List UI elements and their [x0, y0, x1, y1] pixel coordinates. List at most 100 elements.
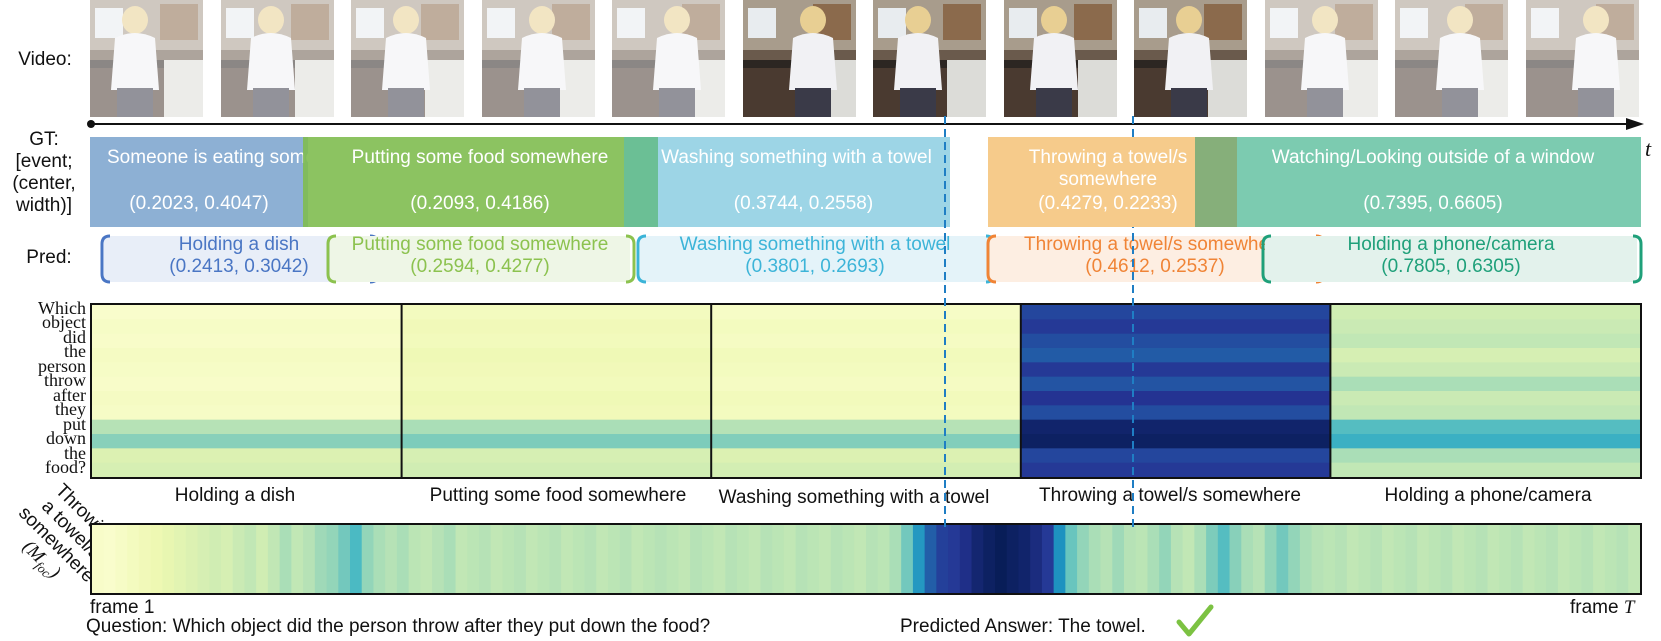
- heatmap-cell: [1020, 462, 1331, 478]
- heatmap-cell: [711, 333, 1022, 349]
- focus-cell: [866, 525, 879, 593]
- focus-cell: [1593, 525, 1606, 593]
- heatmap-cell: [92, 405, 403, 421]
- heatmap-cell: [1020, 419, 1331, 435]
- focus-cell: [1393, 525, 1407, 593]
- focus-cell: [643, 525, 656, 593]
- gt-event-name: Washing something with a towel: [661, 147, 932, 168]
- frame-fade-overlay: [1395, 0, 1508, 117]
- heatmap-cell: [1020, 362, 1331, 378]
- gt-event-value: (0.2093, 0.4186): [410, 193, 550, 214]
- gt-event-name: Putting some food somewhere: [351, 147, 609, 168]
- focus-cell: [1170, 525, 1184, 593]
- focus-cell: [502, 525, 515, 593]
- heatmap-cell: [711, 348, 1022, 363]
- pred-event-value: (0.3801, 0.2693): [745, 256, 885, 277]
- heatmap-cell: [1330, 462, 1641, 478]
- focus-cell: [666, 525, 679, 593]
- focus-cell: [385, 525, 398, 593]
- focus-cell: [314, 525, 328, 593]
- heatmap-cell: [711, 319, 1022, 335]
- focus-cell: [1464, 525, 1477, 593]
- focus-cell: [127, 525, 140, 593]
- heatmap-cell: [92, 448, 403, 464]
- question-word: after: [53, 385, 86, 405]
- focus-cell: [185, 525, 199, 593]
- focus-cell: [150, 525, 163, 593]
- heatmap-cell: [1330, 333, 1641, 349]
- pred-row-label: Pred:: [26, 247, 72, 268]
- focus-cell: [1041, 525, 1055, 593]
- focus-cell: [1159, 525, 1172, 593]
- question-word: the: [64, 443, 86, 463]
- gt-row-label: GT: [event; (center, width)]: [4, 129, 84, 217]
- focus-cell: [842, 525, 855, 593]
- heatmap-cell: [92, 462, 403, 478]
- focus-cell: [373, 525, 386, 593]
- video-frame: [1134, 0, 1247, 117]
- bracket-stroke: [986, 234, 997, 284]
- focus-cell: [584, 525, 597, 593]
- focus-cell: [1124, 525, 1137, 593]
- heatmap-cell: [92, 391, 403, 406]
- focus-cell: [1182, 525, 1195, 593]
- predicted-answer: Predicted Answer: The towel.: [900, 616, 1146, 637]
- focus-cell: [490, 525, 504, 593]
- focus-cell: [115, 525, 128, 593]
- focus-cell: [678, 525, 691, 593]
- focus-cell: [1358, 525, 1371, 593]
- focus-cell: [889, 525, 902, 593]
- video-strip: [90, 0, 1640, 117]
- heatmap-cell: [401, 462, 712, 478]
- focus-cell: [1077, 525, 1090, 593]
- heatmap-border: [90, 303, 1642, 479]
- question-word: person: [38, 356, 86, 376]
- frame-fade-overlay: [1525, 0, 1639, 117]
- heatmap-cell: [1020, 376, 1331, 392]
- focus-cell: [983, 525, 996, 593]
- focus-cell: [432, 525, 445, 593]
- focus-cell: [1440, 525, 1453, 593]
- question-word: object: [42, 312, 86, 332]
- focus-cell: [197, 525, 210, 593]
- heatmap-cell: [1330, 448, 1641, 464]
- heatmap-cell: [92, 348, 403, 363]
- video-frame: [1525, 0, 1639, 117]
- focus-cell: [572, 525, 586, 593]
- heatmap-cell: [1020, 448, 1331, 464]
- gt-event: Someone is eating something (0.2023, 0.4…: [90, 137, 357, 227]
- focus-cell: [1534, 525, 1547, 593]
- video-frame: [90, 0, 203, 117]
- focus-cell: [901, 525, 914, 593]
- heatmap-cell: [1330, 419, 1641, 435]
- focus-cell: [1206, 525, 1219, 593]
- focus-cell: [1276, 525, 1289, 593]
- focus-cell: [760, 525, 773, 593]
- focus-cell: [1053, 525, 1066, 593]
- gt-label-line: width)]: [16, 195, 72, 216]
- pred-event-value: (0.2413, 0.3042): [169, 256, 309, 277]
- focus-cell: [948, 525, 961, 593]
- focus-cell: [737, 525, 750, 593]
- gt-event: Washing something with a towel (0.3744, …: [657, 137, 950, 227]
- pred-event-name: Holding a dish: [178, 234, 300, 255]
- focus-cell: [1288, 525, 1301, 593]
- focus-cell: [1475, 525, 1489, 593]
- word-attention-heatmap: [90, 303, 1642, 479]
- heatmap-cell: [401, 448, 712, 464]
- pred-event-name: Holding a phone/camera: [1347, 234, 1555, 255]
- focus-cell: [819, 525, 832, 593]
- question-word: put: [62, 414, 86, 434]
- heatmap-cell: [401, 405, 712, 421]
- video-frame: [1395, 0, 1508, 117]
- focus-cell: [1452, 525, 1465, 593]
- heatmap-cell: [401, 391, 712, 406]
- question-words: Which object did the person throw after …: [0, 298, 86, 478]
- focus-cell: [783, 525, 797, 593]
- frame-fade-overlay: [90, 0, 203, 117]
- heatmap-cell: [92, 305, 403, 320]
- focus-cell: [514, 525, 527, 593]
- heatmap-cell: [401, 434, 712, 449]
- gt-label-line: (center,: [12, 173, 76, 194]
- focus-cell: [479, 525, 492, 593]
